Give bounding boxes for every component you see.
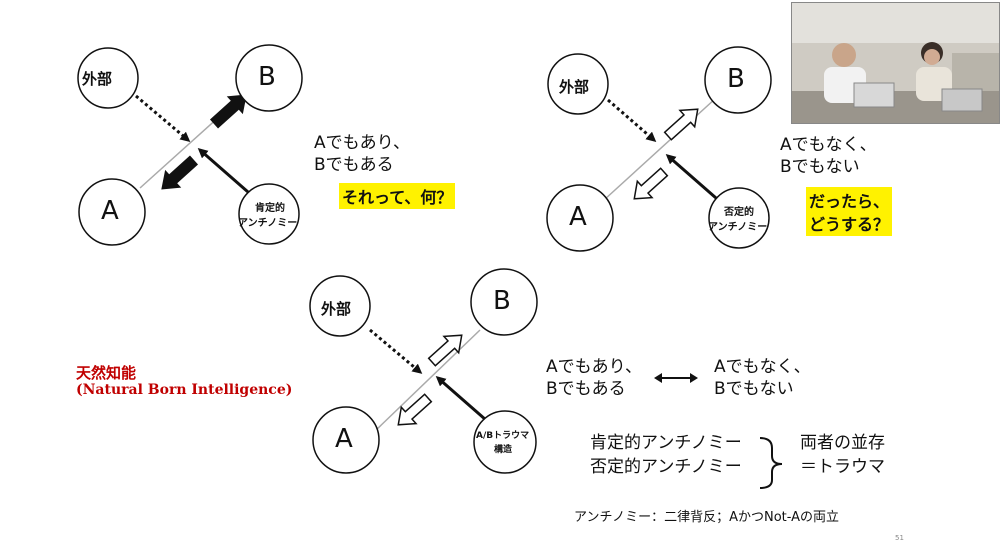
comparison-right-line1: Aでもなく、 <box>714 357 811 377</box>
natural-intelligence-subtitle: (Natural Born Intelligence) <box>76 382 293 398</box>
slide-number: 51 <box>895 534 904 542</box>
antinomy-node <box>708 187 770 249</box>
diagram-bottom <box>309 268 538 474</box>
ab-axis-line <box>373 329 481 433</box>
footnote: アンチノミー：二律背反；AかつNot-Aの両立 <box>574 510 840 525</box>
external-dotted-arrow <box>135 94 191 142</box>
structure-label-line2: 構造 <box>494 445 513 455</box>
node-b-label: B <box>727 64 745 94</box>
diagram-top-left <box>77 44 303 246</box>
external-node <box>309 275 371 337</box>
antinomy-label-line1: 肯定的 <box>255 203 285 214</box>
node-a-label: A <box>335 424 353 454</box>
statement-line1: Aでもなく、 <box>780 135 877 155</box>
structure-arrow <box>435 376 487 422</box>
statement-line1: Aでもあり、 <box>314 133 410 153</box>
solid-arrow-to-a <box>161 155 199 190</box>
antinomy-node <box>238 183 300 245</box>
coexistence-item2: 否定的アンチノミー <box>590 457 742 477</box>
highlight-line1: だったら、 <box>806 187 893 213</box>
node-a <box>546 184 614 252</box>
structure-label-line1: A/Bトラウマ <box>476 431 530 441</box>
diagram-top-right <box>546 46 772 252</box>
hollow-arrow-to-b <box>427 334 463 367</box>
natural-intelligence-title: 天然知能 <box>76 364 137 382</box>
solid-arrow-to-b <box>209 94 247 129</box>
antinomy-arrow <box>665 154 717 200</box>
statement-line2: Bでもある <box>314 155 394 175</box>
external-label: 外部 <box>559 78 590 96</box>
node-a <box>312 406 380 474</box>
antinomy-arrow <box>197 148 249 194</box>
coexistence-item1: 肯定的アンチノミー <box>590 433 742 453</box>
structure-node <box>473 410 537 474</box>
antinomy-label-line1: 否定的 <box>724 207 754 218</box>
external-node <box>547 53 609 115</box>
hollow-arrow-to-b <box>663 108 699 141</box>
comparison-left-line1: Aでもあり、 <box>546 357 642 377</box>
node-a-label: A <box>569 202 587 232</box>
brace <box>759 437 783 489</box>
external-label: 外部 <box>321 300 352 318</box>
speaker-video-thumbnail[interactable] <box>791 2 1000 124</box>
statement-line2: Bでもない <box>780 157 860 177</box>
hollow-arrow-to-a <box>633 167 669 200</box>
node-a <box>78 178 146 246</box>
node-b-label: B <box>493 286 511 316</box>
coexistence-result1: 両者の並存 <box>800 433 885 453</box>
external-dotted-arrow <box>369 328 423 374</box>
comparison-double-arrow <box>654 373 698 383</box>
node-b <box>704 46 772 114</box>
coexistence-result2: ＝トラウマ <box>800 457 885 477</box>
external-label: 外部 <box>82 70 113 88</box>
node-b <box>470 268 538 336</box>
highlight-question: それって、何？ <box>339 183 456 209</box>
hollow-arrow-to-a <box>397 393 433 426</box>
comparison-right-line2: Bでもない <box>714 379 794 399</box>
video-scene <box>792 3 999 123</box>
comparison-left-line2: Bでもある <box>546 379 626 399</box>
antinomy-label-line2: アンチノミー <box>708 222 768 233</box>
node-b-label: B <box>258 62 276 92</box>
node-a-label: A <box>101 196 119 226</box>
antinomy-label-line2: アンチノミー <box>238 218 298 229</box>
external-node <box>77 47 139 109</box>
highlight-line2: どうする？ <box>806 210 893 236</box>
external-dotted-arrow <box>607 98 657 142</box>
node-b <box>235 44 303 112</box>
